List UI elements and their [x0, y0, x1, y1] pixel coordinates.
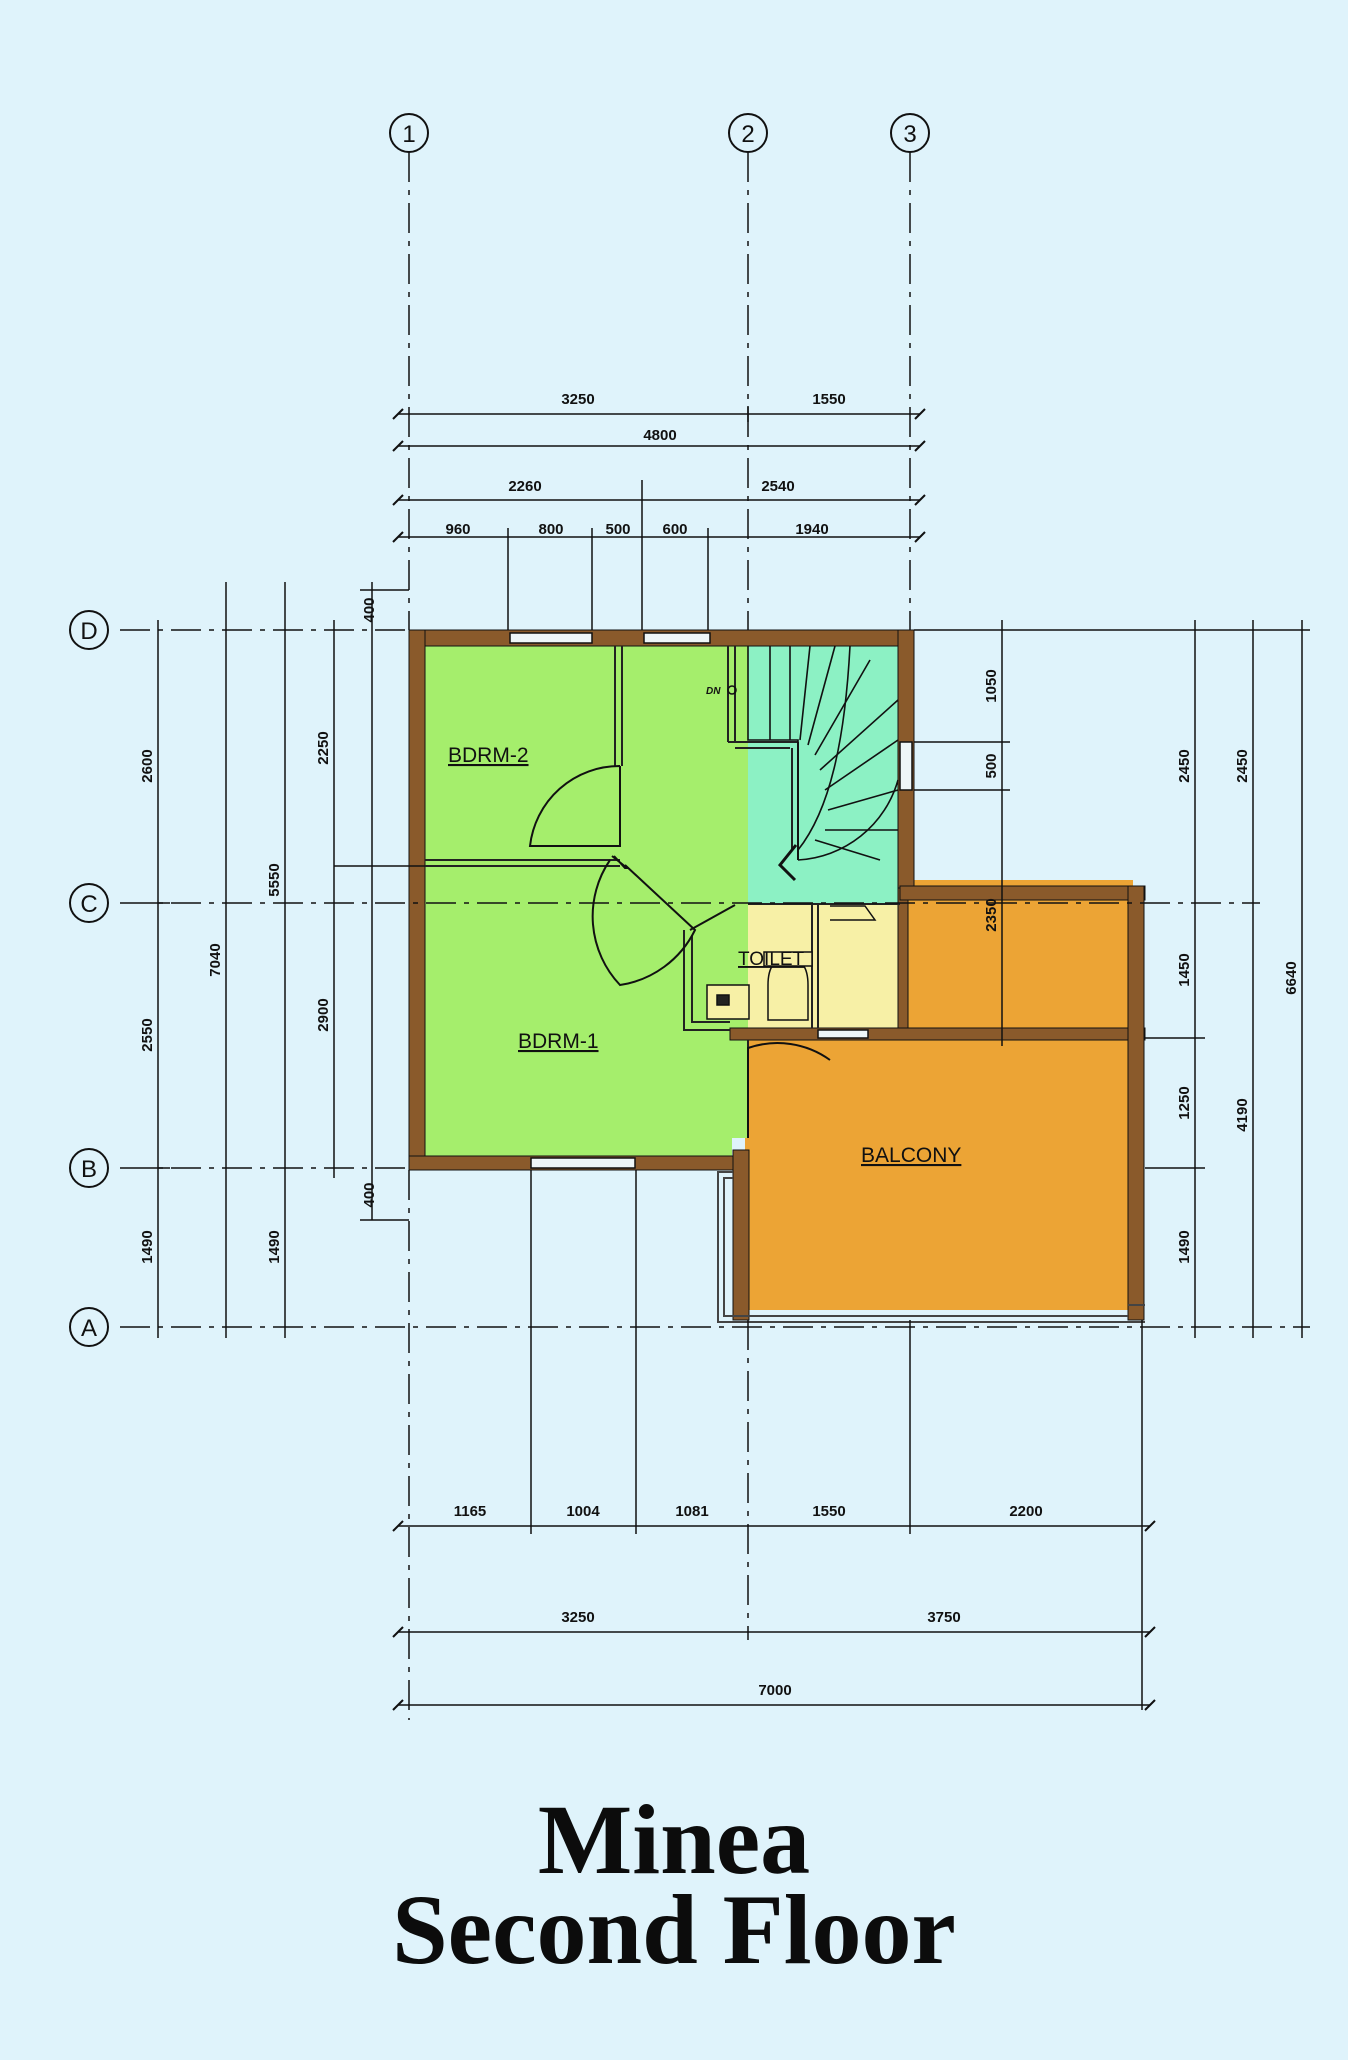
dim-right-6640: 6640 — [1283, 961, 1300, 994]
window-bdrm1 — [530, 1157, 636, 1169]
dim-left-2250: 2250 — [315, 731, 332, 764]
grid-label-1: 1 — [402, 121, 415, 148]
grid-bubble-B — [69, 1148, 109, 1188]
dim-top-800: 800 — [538, 521, 563, 538]
dim-left-2600: 2600 — [139, 749, 156, 782]
toilet-fixtures — [706, 905, 877, 1021]
dim-right-2450a: 2450 — [1176, 749, 1193, 782]
wall-toilet-bottom — [729, 1027, 1146, 1041]
grid-label-2: 2 — [741, 121, 754, 148]
grid-label-3: 3 — [903, 121, 916, 148]
grid-lines — [120, 152, 1310, 1720]
plan-title: Minea — [537, 1784, 811, 1895]
dimension-lines — [150, 406, 1310, 1711]
room-label-toilet: TOILET — [738, 949, 805, 970]
dim-left-400b: 400 — [361, 1182, 378, 1207]
shower-drain-icon — [830, 905, 877, 921]
room-fills — [418, 632, 1133, 1310]
grid-bubble-3 — [890, 113, 930, 153]
window-bdrm2-1 — [509, 632, 593, 644]
dim-bottom-3750: 3750 — [927, 1609, 960, 1626]
wall-balcony-right — [1127, 885, 1145, 1321]
grid-bubble-2 — [728, 113, 768, 153]
grid-label-D: D — [80, 618, 97, 645]
dim-bottom-1165: 1165 — [454, 1503, 487, 1520]
room-label-balcony: BALCONY — [861, 1144, 961, 1167]
window-bdrm2-2 — [643, 632, 711, 644]
dim-top-960: 960 — [445, 521, 470, 538]
grid-label-B: B — [81, 1156, 97, 1183]
dim-right-2450b: 2450 — [1234, 749, 1251, 782]
grid-bubble-1 — [389, 113, 429, 153]
dim-right-2350: 2350 — [983, 898, 1000, 931]
dim-left-2900: 2900 — [315, 998, 332, 1031]
dim-bottom-1550: 1550 — [812, 1503, 845, 1520]
grid-bubbles — [69, 113, 930, 1347]
room-label-bdrm1: BDRM-1 — [518, 1030, 599, 1053]
wall-balcony-left — [732, 1149, 750, 1321]
window-stair — [899, 741, 913, 791]
wall-balcony-top — [899, 885, 1146, 901]
grid-label-C: C — [80, 891, 97, 918]
grid-bubble-D — [69, 610, 109, 650]
doors — [528, 764, 831, 1138]
windows — [509, 632, 913, 1169]
dim-top-1940: 1940 — [795, 521, 828, 538]
wall-stair-toilet-right — [897, 887, 909, 1039]
grid-bubble-A — [69, 1307, 109, 1347]
stair-down-label: DN — [706, 686, 721, 697]
dim-top-500: 500 — [605, 521, 630, 538]
dim-left-2550: 2550 — [139, 1018, 156, 1051]
grid-label-A: A — [81, 1315, 97, 1342]
dim-left-1490a: 1490 — [139, 1230, 156, 1263]
dim-top-2260: 2260 — [508, 478, 541, 495]
dim-bottom-2200: 2200 — [1009, 1503, 1042, 1520]
dim-right-1250: 1250 — [1176, 1086, 1193, 1119]
sink-icon — [706, 984, 750, 1020]
dim-left-400a: 400 — [361, 597, 378, 622]
dim-top-3250: 3250 — [561, 391, 594, 408]
dim-bottom-1004: 1004 — [566, 1503, 600, 1520]
dim-bottom-7000: 7000 — [758, 1682, 791, 1699]
dim-bottom-3250: 3250 — [561, 1609, 594, 1626]
dim-right-500: 500 — [983, 753, 1000, 778]
dim-top-600: 600 — [662, 521, 687, 538]
bedroom-area — [418, 632, 748, 1158]
dim-top-1550: 1550 — [812, 391, 845, 408]
sink-tap-icon — [716, 994, 730, 1006]
dim-left-1490b: 1490 — [266, 1230, 283, 1263]
walls — [408, 629, 1146, 1321]
room-label-bdrm2: BDRM-2 — [448, 744, 529, 767]
dim-bottom-1081: 1081 — [675, 1503, 708, 1520]
dim-left-5550: 5550 — [266, 863, 283, 896]
wall-left — [408, 629, 426, 1171]
dim-right-1450: 1450 — [1176, 953, 1193, 986]
dim-right-1050: 1050 — [983, 669, 1000, 702]
balcony-railing — [717, 1171, 1145, 1323]
dim-right-4190: 4190 — [1234, 1098, 1251, 1131]
plan-subtitle: Second Floor — [392, 1874, 956, 1985]
staircase — [727, 645, 899, 882]
dim-top-4800: 4800 — [643, 427, 676, 444]
dim-top-2540: 2540 — [761, 478, 794, 495]
window-toilet — [817, 1029, 869, 1039]
dim-left-7040: 7040 — [207, 943, 224, 976]
toilet-tank-icon — [763, 951, 813, 967]
grid-bubble-C — [69, 883, 109, 923]
dim-right-1490: 1490 — [1176, 1230, 1193, 1263]
